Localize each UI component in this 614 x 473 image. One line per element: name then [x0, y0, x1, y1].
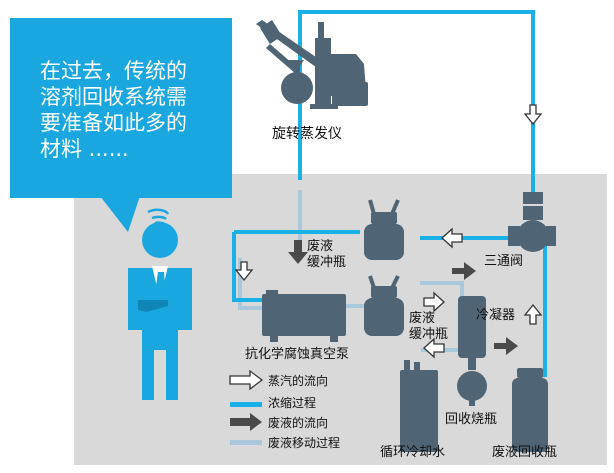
chiller: [400, 360, 438, 452]
vapor-flow-arrows: [234, 104, 543, 359]
vacuum-pump: [262, 290, 346, 342]
rotary-evaporator: [256, 20, 368, 109]
condenser: [457, 296, 487, 406]
speech-text: 在过去，传统的 溶剂回收系统需 要准备如此多的 材料 ......: [40, 59, 187, 161]
legend-symbol-waste-move: [230, 440, 262, 445]
label-waste-collection-bottle: 废液回收瓶: [492, 445, 558, 460]
label-three-way-valve: 三通阀: [484, 254, 524, 269]
label-receiving-flask: 回收烧瓶: [445, 412, 498, 427]
thinking-person: [128, 208, 192, 400]
waste-arrow-right-2: [494, 337, 518, 355]
legend-label-waste: 废液的流向: [268, 416, 329, 430]
label-chiller: 循环冷却水: [380, 445, 446, 460]
vapor-arrow-up-bottle: [523, 303, 543, 325]
legend-label-concentration: 浓缩过程: [268, 396, 317, 410]
label-waste-buffer-bottom: 废液 缓冲瓶: [409, 311, 449, 342]
legend-label-waste-move: 废液移动过程: [268, 436, 341, 450]
label-condenser: 冷凝器: [476, 308, 516, 323]
waste-collection-bottle: [512, 368, 548, 452]
waste-buffer-bottle-bottom: [364, 275, 404, 336]
label-vacuum-pump: 抗化学腐蚀真空泵: [245, 347, 350, 362]
vapor-arrow-down-top: [523, 104, 543, 126]
legend-symbols: [229, 369, 264, 445]
label-waste-buffer-top: 废液 缓冲瓶: [307, 239, 347, 270]
legend-symbol-waste: [230, 413, 262, 431]
waste-arrow-down: [288, 240, 308, 264]
vapor-arrow-down-left: [234, 261, 254, 282]
vapor-arrow-left-valve: [441, 227, 463, 249]
waste-buffer-bottle-top: [364, 199, 404, 260]
legend-symbol-concentration: [230, 402, 262, 407]
three-way-valve-shape: [508, 192, 556, 252]
label-rotary-evaporator: 旋转蒸发仪: [272, 126, 342, 142]
speech-bubble: 在过去，传统的 溶剂回收系统需 要准备如此多的 材料 ......: [10, 18, 232, 198]
waste-flow-arrows: [288, 240, 518, 355]
waste-arrow-right-1: [452, 262, 476, 280]
legend-label-vapor: 蒸汽的流向: [268, 374, 329, 388]
vapor-arrow-right-buffer: [423, 291, 445, 313]
vapor-arrow-left-condenser: [423, 337, 445, 359]
legend-symbol-vapor: [229, 369, 264, 391]
